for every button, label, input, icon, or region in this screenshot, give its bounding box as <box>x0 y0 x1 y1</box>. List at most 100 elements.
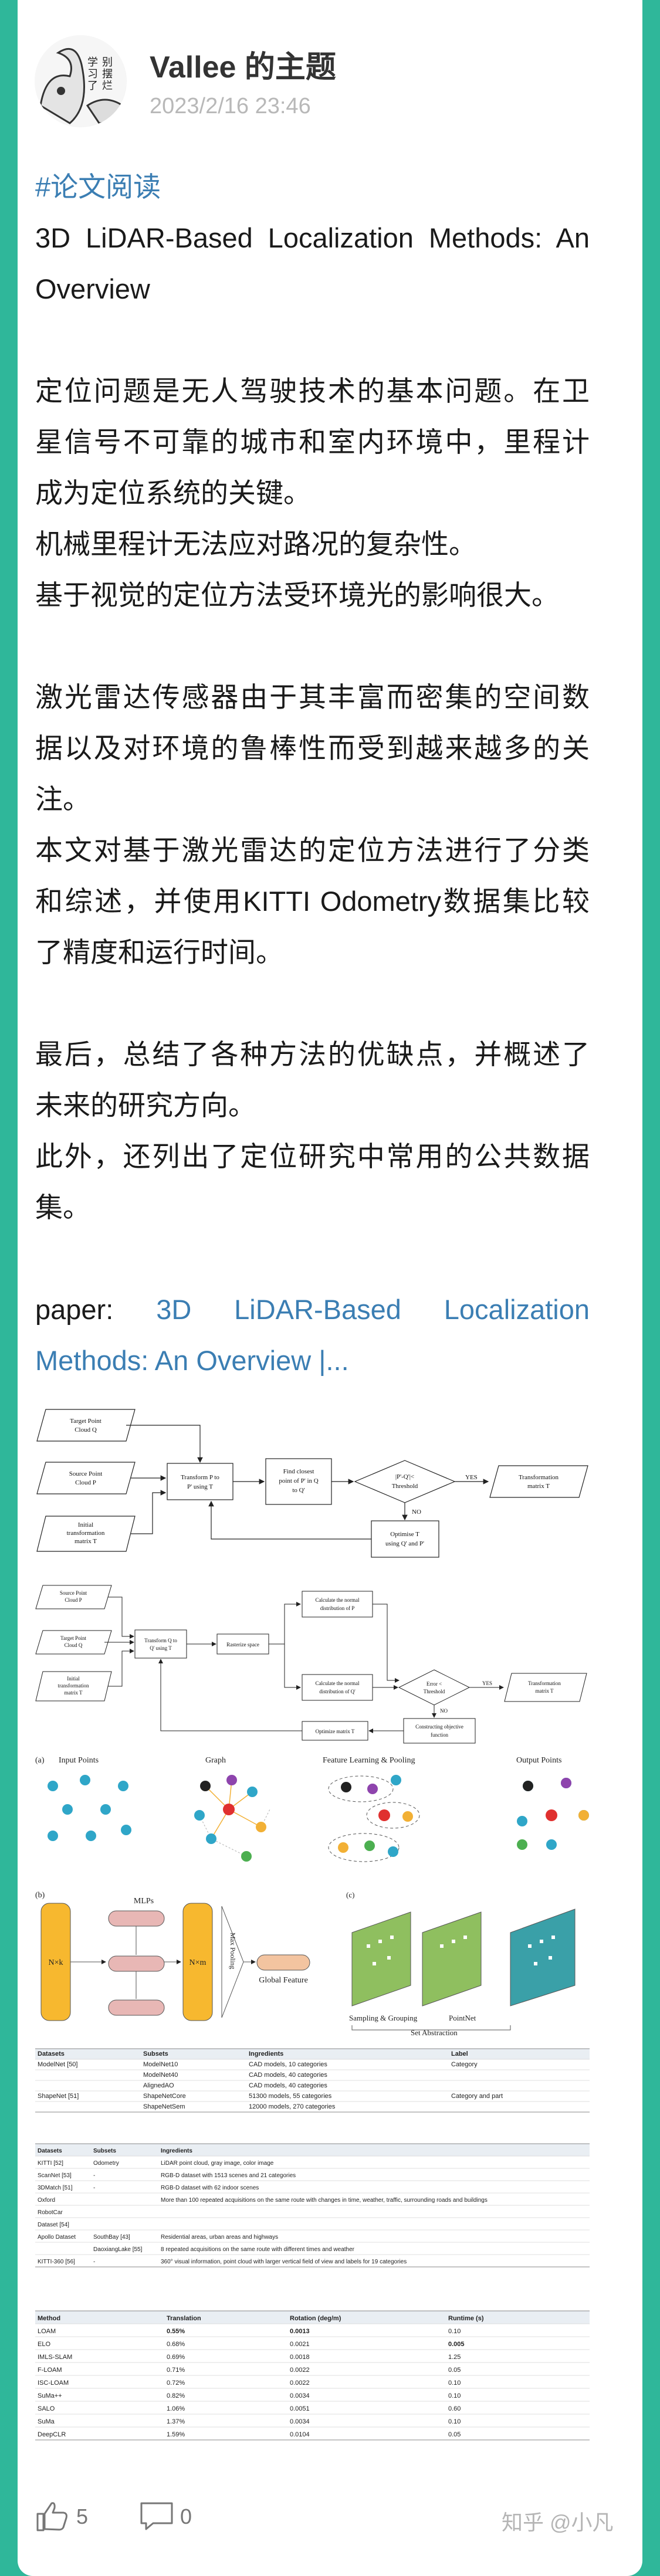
table-cell: 0.0022 <box>290 2367 310 2374</box>
para2-line-5: 和综述，并使用KITTI Odometry数据集比较 <box>35 886 590 917</box>
table-cell: ShapeNetCore <box>143 2093 186 2100</box>
table-cell: 0.0034 <box>290 2392 310 2399</box>
title-line-1: 3D LiDAR-Based Localization Methods: An <box>35 222 590 253</box>
table-cell: 1.59% <box>167 2431 185 2438</box>
para2-line-4: 本文对基于激光雷达的定位方法进行了分类 <box>35 835 590 866</box>
para3-line-4: 集。 <box>35 1192 90 1223</box>
paper-line-1: paper: 3D LiDAR-Based Localization <box>35 1284 590 1335</box>
pointnet-nk: N×k <box>48 1958 63 1967</box>
table-cell: 0.005 <box>448 2341 465 2348</box>
table-cell: 0.0018 <box>290 2354 310 2361</box>
graph-output-label: Output Points <box>516 1756 561 1765</box>
blank-line <box>35 314 590 365</box>
table-cell: ISC-LOAM <box>38 2380 69 2387</box>
graph-network-diagram: (a) Input Points Graph Feature Learning … <box>35 1756 589 1862</box>
flow1-transform-1: Transform P to <box>181 1474 219 1481</box>
flow1-threshold-2: Threshold <box>392 1483 418 1490</box>
flow1-threshold-1: |P'-Q'|< <box>395 1473 414 1480</box>
avatar-text-2: 摆 <box>102 68 113 80</box>
table-cell: 1.06% <box>167 2405 185 2412</box>
flow1-initial-1: Initial <box>78 1521 93 1528</box>
paper-figure[interactable]: Target Point Cloud Q Source Point Cloud … <box>35 1405 590 2460</box>
comment-count: 0 <box>180 2504 192 2528</box>
pointnet-diagram: (b) N×k MLPs N×m Max Pooling Global Feat… <box>35 1891 310 2021</box>
table-cell: DaoxiangLake [55] <box>93 2246 143 2253</box>
table-header-cell: Subsets <box>143 2050 168 2058</box>
label-b: (b) <box>35 1891 45 1900</box>
author-name[interactable]: Vallee 的主题 <box>150 50 336 84</box>
table-cell: DeepCLR <box>38 2431 66 2438</box>
ndt-flowchart: Source Point Cloud P Target Point Cloud … <box>35 1585 587 1744</box>
pointnetpp-pointnet: PointNet <box>449 2014 476 2022</box>
table-cell: 0.0022 <box>290 2380 310 2387</box>
table-cell: 0.10 <box>448 2418 461 2425</box>
like-icon[interactable] <box>35 2500 70 2533</box>
avatar-text-4: 学 <box>87 56 98 69</box>
icp-flowchart: Target Point Cloud Q Source Point Cloud … <box>36 1409 588 1558</box>
table-cell: 0.71% <box>167 2367 185 2374</box>
graph-feature-label: Feature Learning & Pooling <box>323 1756 415 1765</box>
table-cell: Oxford <box>38 2197 55 2204</box>
para2-line-1: 激光雷达传感器由于其丰富而密集的空间数 <box>35 682 590 713</box>
para2-line-6: 了精度和运行时间。 <box>35 937 283 968</box>
flow1-closest-3: to Q' <box>292 1487 304 1494</box>
table-cell: 0.72% <box>167 2380 185 2387</box>
pointnet-nm: N×m <box>189 1958 207 1967</box>
flow2-objective-1: Constructing objective <box>415 1724 463 1730</box>
table-cell: 12000 models, 270 categories <box>249 2103 336 2110</box>
flow1-output-2: matrix T <box>527 1483 550 1490</box>
title-line-2: Overview <box>35 273 150 304</box>
table-header-cell: Subsets <box>93 2148 116 2154</box>
label-a: (a) <box>35 1756 45 1765</box>
blank-line <box>35 1233 590 1284</box>
table-cell: ModelNet10 <box>143 2061 178 2068</box>
table-header-cell: Rotation (deg/m) <box>290 2315 341 2322</box>
avatar-text-1: 别 <box>102 56 113 69</box>
table-cell: SouthBay [43] <box>93 2234 130 2241</box>
flow1-initial-2: transformation <box>67 1530 105 1537</box>
paper-link-line-2[interactable]: Methods: An Overview |... <box>35 1345 349 1376</box>
flow2-source-2: Cloud P <box>65 1597 82 1603</box>
flow2-no: NO <box>440 1708 448 1714</box>
table-header-cell: Label <box>451 2050 468 2058</box>
para1-line-4: 机械里程计无法应对路况的复杂性。 <box>35 528 476 560</box>
table-header-cell: Translation <box>167 2315 201 2322</box>
table-cell: 0.05 <box>448 2431 461 2438</box>
flow2-initial-2: transformation <box>58 1683 89 1689</box>
table-cell: SuMa++ <box>38 2392 62 2399</box>
para1-line-2: 星信号不可靠的城市和室内环境中，里程计 <box>35 426 590 457</box>
flow2-transform-2: Q' using T <box>150 1645 172 1651</box>
table-cell: 0.0051 <box>290 2405 310 2412</box>
table-header-cell: Ingredients <box>161 2148 192 2154</box>
table-cell: 1.25 <box>448 2354 461 2361</box>
post-date: 2023/2/16 23:46 <box>150 94 311 118</box>
table-cell: 0.69% <box>167 2354 185 2361</box>
pointnet-global: Global Feature <box>259 1976 308 1985</box>
graph-graph-label: Graph <box>205 1756 226 1765</box>
flow1-no: NO <box>412 1509 421 1516</box>
topic-tag[interactable]: #论文阅读 <box>35 171 161 202</box>
table-cell: Residential areas, urban areas and highw… <box>161 2234 278 2241</box>
pointnet-mlps: MLPs <box>134 1897 154 1906</box>
table-cell: 0.0021 <box>290 2341 310 2348</box>
flow2-error-2: Threshold <box>424 1689 445 1694</box>
paper-link[interactable]: 3D LiDAR-Based Localization <box>156 1294 590 1325</box>
flow1-transform-2: P' using T <box>187 1483 213 1490</box>
table-cell: - <box>93 2172 95 2179</box>
para1-line-1: 定位问题是无人驾驶技术的基本问题。在卫 <box>35 375 590 406</box>
flow1-output-1: Transformation <box>519 1474 559 1481</box>
table-cell: AlignedAO <box>143 2082 174 2089</box>
table-header-cell: Method <box>38 2315 60 2322</box>
table-cell: 0.05 <box>448 2367 461 2374</box>
table-cell: KITTI [52] <box>38 2160 63 2167</box>
para2-line-2: 据以及对环境的鲁棒性而受到越来越多的关 <box>35 733 590 764</box>
flow2-normalq-2: distribution of Q' <box>319 1689 356 1694</box>
avatar[interactable]: 别 摆 烂 学 习 了 <box>35 35 127 127</box>
table-header-cell: Ingredients <box>249 2050 283 2058</box>
table-cell: 0.0034 <box>290 2418 310 2425</box>
blank-line <box>35 621 590 672</box>
table-cell: 0.10 <box>448 2392 461 2399</box>
table-cell: Dataset [54] <box>38 2222 69 2228</box>
comment-icon[interactable] <box>139 2501 174 2531</box>
